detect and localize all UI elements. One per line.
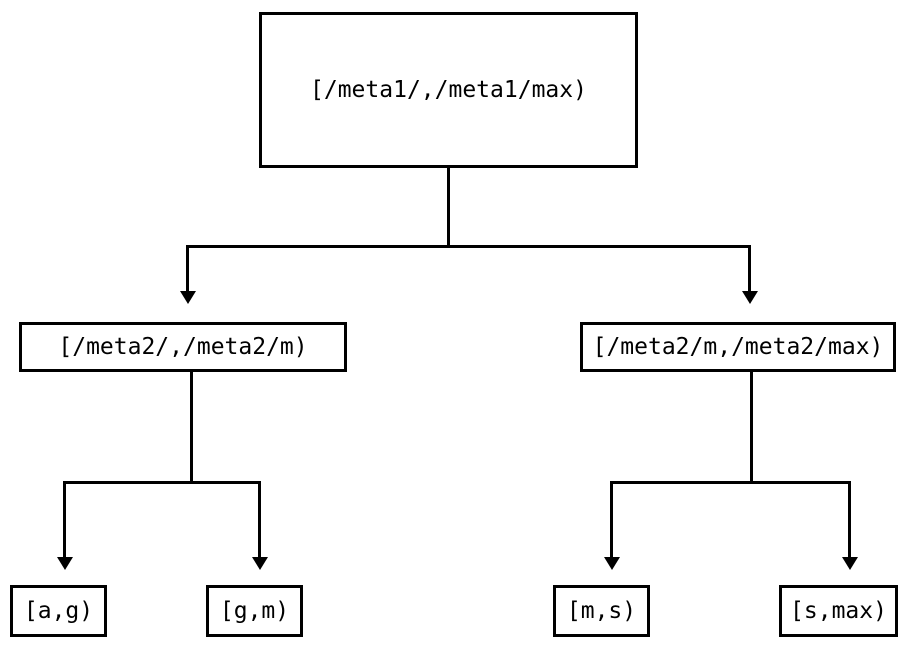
arrowhead-root-to-mid-right [742, 291, 758, 304]
arrowhead-mid-left-to-leaf-2 [252, 557, 268, 570]
edge-mid-left-stem [190, 372, 193, 484]
arrowhead-root-to-mid-left [180, 291, 196, 304]
tree-node-mid-right-label: [/meta2/m,/meta2/max) [592, 334, 884, 360]
edge-mid-left-to-leaf-2 [258, 481, 261, 558]
tree-node-leaf-1-label: [a,g) [23, 598, 94, 624]
tree-node-leaf-3[interactable]: [m,s) [553, 585, 650, 637]
tree-node-root-label: [/meta1/,/meta1/max) [310, 77, 587, 103]
tree-node-mid-right[interactable]: [/meta2/m,/meta2/max) [580, 322, 896, 372]
edge-mid-left-to-leaf-1 [63, 481, 66, 558]
tree-node-leaf-4-label: [s,max) [790, 598, 887, 624]
arrowhead-mid-right-to-leaf-3 [604, 557, 620, 570]
tree-node-leaf-4[interactable]: [s,max) [779, 585, 898, 637]
tree-node-leaf-2[interactable]: [g,m) [206, 585, 303, 637]
edge-root-to-mid-right [748, 245, 751, 292]
edge-root-stem [447, 168, 450, 247]
edge-mid-right-bar [610, 481, 851, 484]
edge-mid-right-stem [750, 372, 753, 484]
tree-node-leaf-3-label: [m,s) [566, 598, 637, 624]
tree-node-root[interactable]: [/meta1/,/meta1/max) [259, 12, 638, 168]
edge-root-bar [186, 245, 751, 248]
arrowhead-mid-right-to-leaf-4 [842, 557, 858, 570]
edge-mid-right-to-leaf-3 [610, 481, 613, 558]
tree-node-mid-left-label: [/meta2/,/meta2/m) [58, 334, 308, 360]
arrowhead-mid-left-to-leaf-1 [57, 557, 73, 570]
tree-node-leaf-1[interactable]: [a,g) [10, 585, 107, 637]
edge-mid-left-bar [63, 481, 261, 484]
tree-node-leaf-2-label: [g,m) [219, 598, 290, 624]
edge-root-to-mid-left [186, 245, 189, 292]
edge-mid-right-to-leaf-4 [848, 481, 851, 558]
tree-node-mid-left[interactable]: [/meta2/,/meta2/m) [19, 322, 347, 372]
